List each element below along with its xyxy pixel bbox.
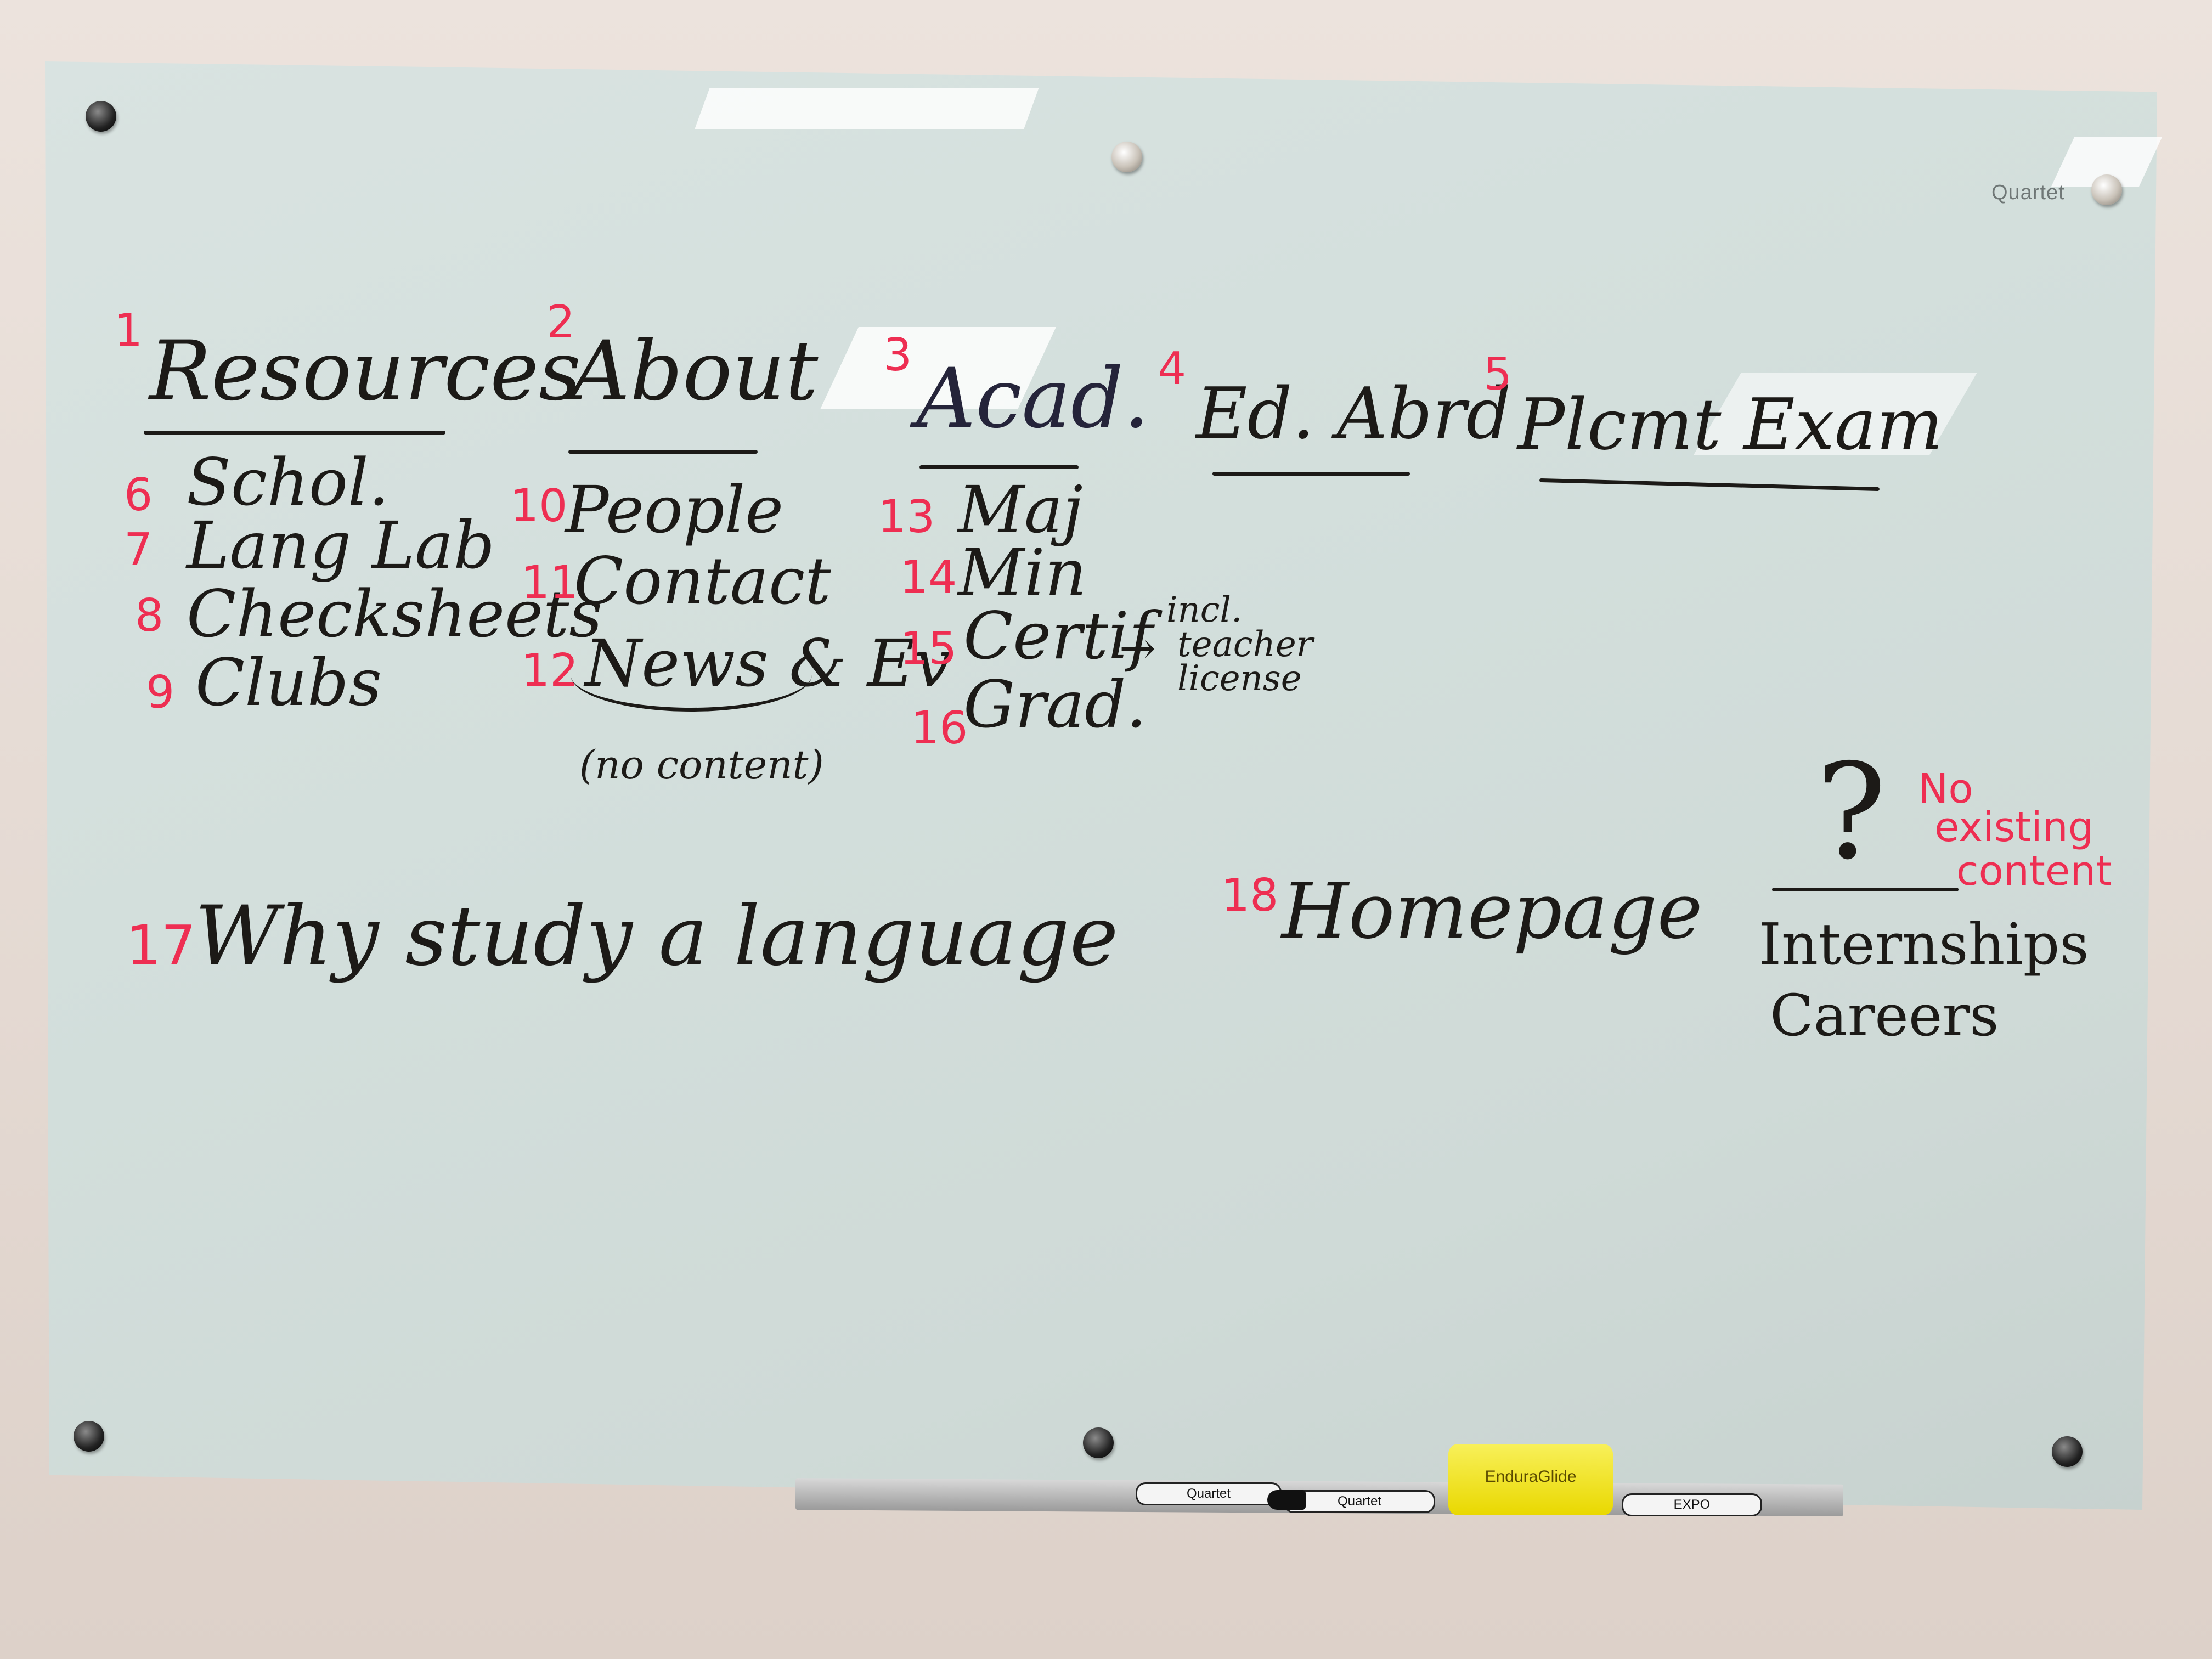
underline	[144, 431, 445, 435]
question-mark: ?	[1816, 735, 1887, 889]
item-number: 15	[900, 623, 957, 675]
item-number: 7	[124, 524, 153, 576]
underline	[568, 450, 758, 454]
section-number: 4	[1158, 343, 1187, 395]
item-number: 16	[911, 702, 968, 754]
item-label: Grad.	[963, 667, 1147, 742]
item-number: 18	[1221, 870, 1279, 922]
item-label: Clubs	[195, 645, 382, 720]
section-title-plcmt-exam: Plcmt Exam	[1517, 384, 1943, 466]
standoff-mount	[1083, 1427, 1114, 1458]
marker-expo[interactable]: EXPO	[1622, 1493, 1762, 1516]
section-number: 1	[114, 304, 143, 357]
note-line: incl.	[1166, 590, 1243, 630]
item-number: 8	[135, 590, 164, 642]
section-number: 5	[1483, 348, 1513, 400]
item-number: 11	[521, 557, 579, 609]
internships-label: Internships	[1759, 911, 2089, 978]
glass-whiteboard	[45, 61, 2157, 1510]
item-number: 17	[126, 913, 196, 978]
arrow-icon: →	[1119, 623, 1156, 674]
item-number: 6	[124, 469, 153, 521]
section-title-ed-abrd: Ed. Abrd	[1196, 373, 1511, 455]
item-label: People	[565, 472, 784, 548]
item-label: Certif	[963, 598, 1153, 674]
eraser[interactable]: EnduraGlide	[1448, 1444, 1613, 1515]
red-note-line: content	[1956, 848, 2112, 895]
underline	[1772, 888, 1959, 891]
note-line: license	[1177, 658, 1302, 699]
why-study-label: Why study a language	[195, 889, 1119, 984]
underline	[919, 465, 1079, 469]
light-glare	[695, 88, 1039, 129]
item-number: 12	[521, 645, 579, 697]
item-label: Schol.	[187, 444, 390, 520]
red-note-line: existing	[1934, 804, 2094, 851]
standoff-mount	[2052, 1436, 2083, 1467]
item-label: Checksheets	[187, 576, 602, 652]
standoff-mount	[86, 101, 116, 132]
item-label: Lang Lab	[187, 507, 495, 583]
item-label: Contact	[574, 543, 831, 619]
standoff-mount	[1111, 142, 1142, 172]
item-number: 13	[878, 491, 935, 543]
item-label: Maj	[958, 472, 1083, 548]
item-label: Min	[958, 535, 1087, 611]
standoff-mount	[2091, 174, 2122, 205]
careers-label: Careers	[1770, 982, 1999, 1049]
item-number: 10	[510, 480, 568, 532]
brace-icon	[571, 675, 812, 712]
section-title-resources: Resources	[149, 324, 582, 419]
marker-quartet[interactable]: Quartet	[1136, 1482, 1282, 1505]
underline	[1212, 472, 1410, 476]
red-note-line: No	[1918, 765, 1973, 812]
section-title-about: About	[571, 324, 819, 419]
section-title-acad: Acad.	[916, 351, 1150, 447]
homepage-label: Homepage	[1282, 867, 1703, 956]
brand-logo: Quartet	[1991, 181, 2065, 204]
marker-quartet[interactable]: Quartet	[1284, 1490, 1435, 1513]
marker-cap	[1267, 1490, 1306, 1510]
no-content-note: (no content)	[579, 742, 824, 788]
note-line: teacher	[1177, 624, 1313, 665]
item-number: 9	[146, 667, 175, 719]
item-number: 14	[900, 551, 957, 603]
section-number: 3	[883, 329, 912, 381]
section-number: 2	[546, 296, 575, 348]
standoff-mount	[74, 1421, 104, 1452]
